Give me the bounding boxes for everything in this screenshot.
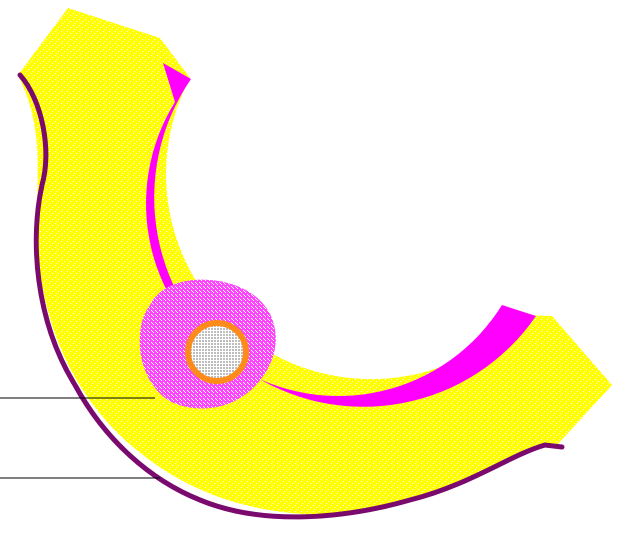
outer-tissue-band [18, 8, 612, 515]
